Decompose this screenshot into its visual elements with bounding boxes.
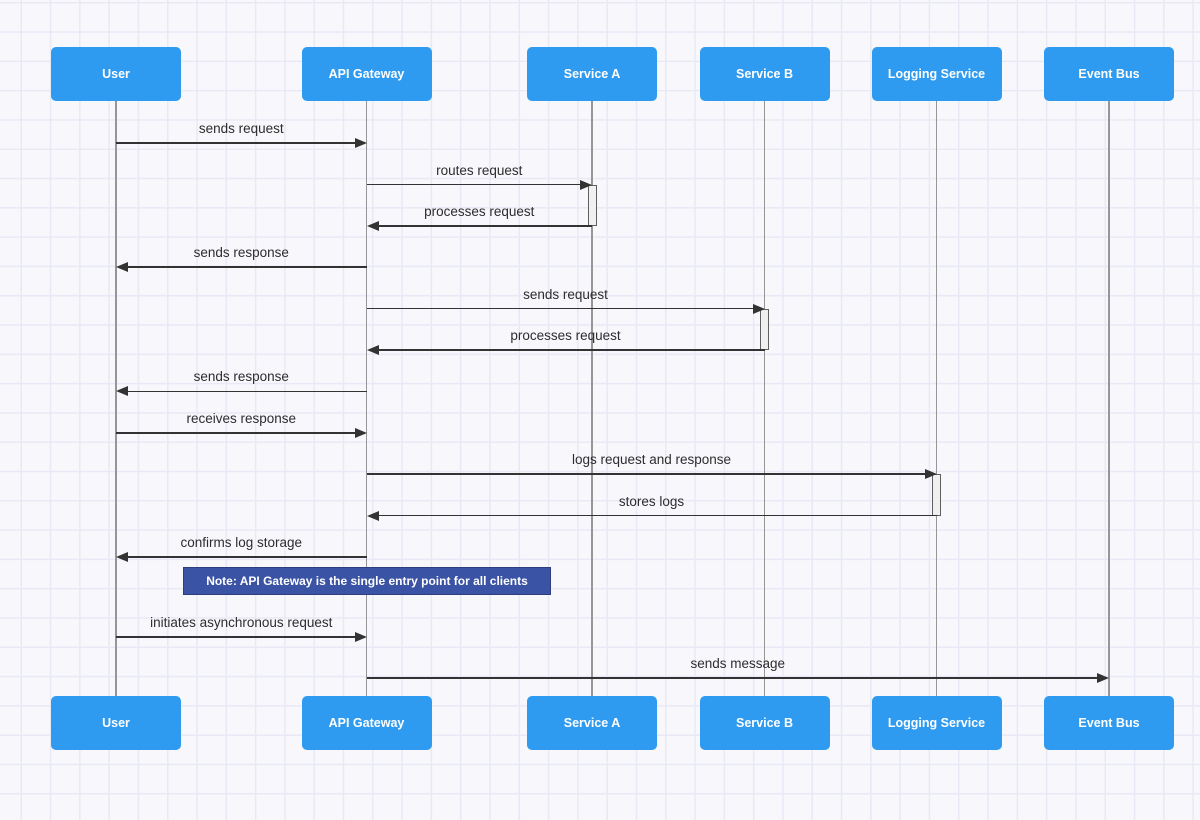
message-label: logs request and response — [571, 452, 732, 468]
message-label: sends request — [198, 121, 284, 136]
arrowhead-icon — [366, 510, 379, 521]
message-label: confirms log storage — [180, 535, 303, 550]
actor-top-user: User — [51, 47, 181, 101]
message-line — [366, 677, 1099, 679]
arrowhead-icon — [1097, 673, 1109, 683]
arrowhead-icon — [924, 469, 937, 480]
lifeline-service-a — [591, 101, 593, 696]
message-line — [126, 556, 367, 558]
message-label: sends request — [523, 286, 608, 302]
arrowhead-icon — [354, 427, 367, 438]
message-line — [376, 514, 937, 517]
message-label: routes request — [436, 162, 523, 178]
message-label: sends message — [690, 656, 786, 671]
message-line — [126, 390, 367, 393]
lifeline-api-gateway — [365, 101, 368, 696]
message-line — [116, 636, 357, 638]
note-box: Note: API Gateway is the single entry po… — [183, 567, 551, 595]
actor-bottom-service-a: Service A — [527, 696, 657, 750]
actor-bottom-user: User — [51, 696, 181, 750]
activation-service-b — [760, 308, 769, 350]
lifeline-user — [115, 101, 117, 696]
message-label: receives response — [186, 410, 297, 426]
actor-bottom-event-bus: Event Bus — [1044, 696, 1174, 750]
actor-bottom-api-gateway: API Gateway — [301, 696, 432, 750]
arrowhead-icon — [116, 262, 128, 273]
message-line — [366, 473, 927, 475]
message-line — [126, 266, 367, 268]
message-line — [366, 183, 582, 186]
arrowhead-icon — [116, 386, 128, 397]
arrowhead-icon — [366, 220, 379, 231]
message-label: sends response — [193, 245, 289, 261]
message-line — [116, 432, 357, 434]
message-line — [116, 142, 357, 144]
message-label: processes request — [510, 328, 621, 343]
message-label: sends response — [193, 369, 289, 385]
arrowhead-icon — [116, 552, 128, 562]
message-label: stores logs — [618, 493, 685, 509]
arrowhead-icon — [354, 138, 367, 148]
arrowhead-icon — [366, 345, 379, 355]
activation-logging-service — [932, 474, 941, 516]
arrowhead-icon — [580, 179, 592, 190]
message-line — [376, 225, 592, 227]
actor-top-service-a: Service A — [527, 47, 657, 101]
actor-top-api-gateway: API Gateway — [301, 47, 432, 101]
message-line — [376, 349, 765, 351]
actor-top-logging-service: Logging Service — [871, 47, 1002, 101]
lifeline-event-bus — [1108, 101, 1110, 696]
actor-top-service-b: Service B — [699, 47, 830, 101]
activation-service-a — [587, 184, 597, 226]
message-label: processes request — [424, 203, 535, 219]
message-line — [366, 307, 755, 310]
arrowhead-icon — [752, 303, 765, 314]
actor-bottom-logging-service: Logging Service — [871, 696, 1002, 750]
message-label: initiates asynchronous request — [150, 615, 333, 630]
arrowhead-icon — [354, 632, 367, 642]
lifeline-service-b — [763, 101, 766, 696]
actor-top-event-bus: Event Bus — [1044, 47, 1174, 101]
actor-bottom-service-b: Service B — [699, 696, 830, 750]
lifeline-logging-service — [935, 101, 938, 696]
